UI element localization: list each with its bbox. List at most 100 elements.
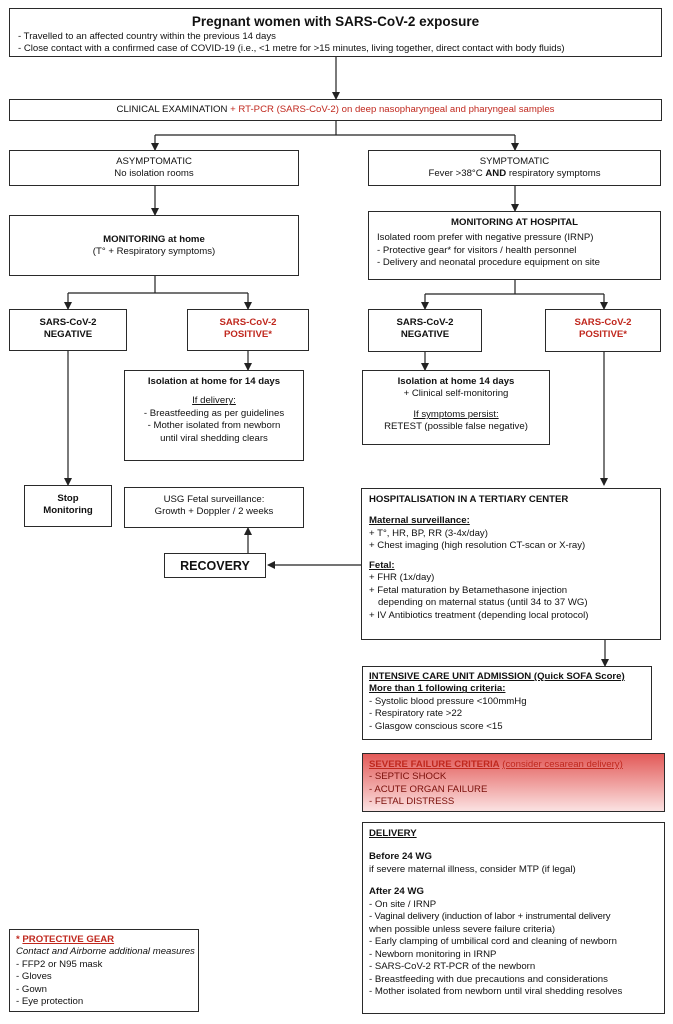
- protective-title: PROTECTIVE GEAR: [22, 934, 115, 945]
- clinical-examination-label: CLINICAL EXAMINATION: [116, 104, 228, 115]
- after-24-line: - Vaginal delivery (induction of labor +…: [369, 911, 611, 923]
- positive-right-line1: SARS-CoV-2: [574, 317, 632, 328]
- fever-text: Fever >38°C: [428, 168, 483, 180]
- protective-item: - FFP2 or N95 mask: [16, 958, 103, 970]
- before-24-title: Before 24 WG: [369, 851, 432, 863]
- positive-right-box: SARS-CoV-2 POSITIVE*: [545, 309, 661, 352]
- home-monitoring-sub: (T° + Respiratory symptoms): [92, 246, 216, 258]
- fetal-line: + Fetal maturation by Betamethasone inje…: [369, 584, 568, 596]
- hospitalisation-title: HOSPITALISATION IN A TERTIARY CENTER: [369, 494, 569, 505]
- hospital-monitoring-box: MONITORING AT HOSPITAL Isolated room pre…: [368, 211, 661, 280]
- after-24-line: when possible unless severe failure crit…: [369, 923, 556, 935]
- isolation-left-line: until viral shedding clears: [160, 432, 268, 444]
- stop-line1: Stop: [57, 493, 79, 504]
- protective-heading: * PROTECTIVE GEAR: [16, 934, 192, 946]
- and-text: AND: [485, 168, 507, 180]
- after-24-line: - SARS-CoV-2 RT-PCR of the newborn: [369, 961, 536, 973]
- home-monitoring-box: MONITORING at home (T° + Respiratory sym…: [9, 215, 299, 276]
- fetal-line: + FHR (1x/day): [369, 572, 435, 584]
- positive-left-box: SARS-CoV-2 POSITIVE*: [187, 309, 309, 351]
- protective-star: *: [16, 934, 20, 945]
- icu-criterion: - Respiratory rate >22: [369, 708, 463, 720]
- after-24-line: - Early clamping of umbilical cord and c…: [369, 936, 617, 948]
- symptomatic-sub: Fever >38°C AND respiratory symptoms: [369, 168, 660, 180]
- delivery-box: DELIVERY Before 24 WG if severe maternal…: [362, 822, 665, 1014]
- negative-left-box: SARS-CoV-2 NEGATIVE: [9, 309, 127, 351]
- recovery-box: RECOVERY: [164, 553, 266, 578]
- after-24-line: - Newborn monitoring in IRNP: [369, 948, 497, 960]
- isolation-right-line: + Clinical self-monitoring: [403, 388, 509, 400]
- exposure-heading: Pregnant women with SARS-CoV-2 exposure: [191, 14, 480, 29]
- after-24-line: - Breastfeeding with due precautions and…: [369, 973, 608, 985]
- isolation-left-line: - Breastfeeding as per guidelines: [143, 407, 285, 419]
- icu-title: INTENSIVE CARE UNIT ADMISSION (Quick SOF…: [369, 671, 625, 682]
- maternal-title: Maternal surveillance:: [369, 515, 470, 527]
- exposure-criterion: - Travelled to an affected country withi…: [18, 30, 276, 42]
- protective-item: - Eye protection: [16, 996, 84, 1008]
- home-monitoring-title: MONITORING at home: [103, 234, 205, 245]
- icu-subtitle: More than 1 following criteria:: [369, 683, 506, 695]
- clinical-examination-box: CLINICAL EXAMINATION + RT-PCR (SARS-CoV-…: [9, 99, 662, 121]
- stop-monitoring-box: Stop Monitoring: [24, 485, 112, 527]
- maternal-line: + Chest imaging (high resolution CT-scan…: [369, 540, 586, 552]
- symptomatic-label: SYMPTOMATIC: [479, 156, 550, 167]
- fetal-title: Fetal:: [369, 559, 395, 571]
- isolation-left-line: - Mother isolated from newborn: [147, 420, 281, 432]
- negative-right-box: SARS-CoV-2 NEGATIVE: [368, 309, 482, 352]
- hospitalisation-box: HOSPITALISATION IN A TERTIARY CENTER Mat…: [361, 488, 661, 640]
- hospital-monitoring-line: - Delivery and neonatal procedure equipm…: [377, 257, 600, 269]
- negative-right-line2: NEGATIVE: [400, 329, 450, 341]
- hospital-monitoring-line: - Protective gear* for visitors / health…: [377, 244, 577, 256]
- severe-title: SEVERE FAILURE CRITERIA: [369, 759, 500, 770]
- asymptomatic-box: ASYMPTOMATIC No isolation rooms: [9, 150, 299, 186]
- after-24-line: - Mother isolated from newborn until vir…: [369, 986, 623, 998]
- hospital-monitoring-title: MONITORING AT HOSPITAL: [450, 217, 579, 228]
- symptoms-persist-label: If symptoms persist:: [413, 408, 499, 420]
- positive-left-line1: SARS-CoV-2: [219, 317, 277, 328]
- negative-right-line1: SARS-CoV-2: [396, 317, 454, 328]
- after-24-line: - On site / IRNP: [369, 898, 437, 910]
- exposure-criterion: - Close contact with a confirmed case of…: [18, 43, 565, 55]
- asymptomatic-sub: No isolation rooms: [114, 168, 194, 180]
- fetal-line: depending on maternal status (until 34 t…: [378, 597, 588, 609]
- protective-item: - Gloves: [16, 971, 52, 983]
- usg-line1: USG Fetal surveillance:: [163, 494, 265, 505]
- protective-item: - Gown: [16, 983, 47, 995]
- protective-subtitle: Contact and Airborne additional measures: [16, 946, 195, 958]
- fetal-line: + IV Antibiotics treatment (depending lo…: [369, 609, 589, 621]
- negative-left-line2: NEGATIVE: [43, 329, 93, 341]
- severe-criterion: - FETAL DISTRESS: [369, 796, 455, 808]
- severe-criterion: - SEPTIC SHOCK: [369, 771, 447, 783]
- usg-line2: Growth + Doppler / 2 weeks: [154, 506, 274, 518]
- positive-left-line2: POSITIVE*: [224, 329, 272, 341]
- retest-line: RETEST (possible false negative): [384, 421, 528, 433]
- severe-failure-box: SEVERE FAILURE CRITERIA (consider cesare…: [362, 753, 665, 812]
- if-delivery-label: If delivery:: [192, 395, 236, 407]
- icu-criterion: - Glasgow conscious score <15: [369, 720, 503, 732]
- protective-gear-box: * PROTECTIVE GEAR Contact and Airborne a…: [9, 929, 199, 1012]
- rt-pcr-test: RT-PCR (SARS-CoV-2) on deep nasopharynge…: [238, 104, 555, 115]
- delivery-title: DELIVERY: [369, 828, 417, 839]
- exposure-box: Pregnant women with SARS-CoV-2 exposure …: [9, 8, 662, 57]
- isolation-right-title: Isolation at home 14 days: [397, 376, 515, 387]
- usg-surveillance-box: USG Fetal surveillance: Growth + Doppler…: [124, 487, 304, 528]
- asymptomatic-label: ASYMPTOMATIC: [116, 156, 192, 167]
- respiratory-text: respiratory symptoms: [508, 168, 601, 180]
- symptomatic-box: SYMPTOMATIC Fever >38°C AND respiratory …: [368, 150, 661, 186]
- icu-criterion: - Systolic blood pressure <100mmHg: [369, 695, 527, 707]
- severe-note: (consider cesarean delivery): [502, 759, 623, 770]
- positive-right-line2: POSITIVE*: [579, 329, 627, 341]
- isolation-left-title: Isolation at home for 14 days: [147, 376, 281, 387]
- negative-left-line1: SARS-CoV-2: [39, 317, 97, 328]
- isolation-right-box: Isolation at home 14 days + Clinical sel…: [362, 370, 550, 445]
- after-24-title: After 24 WG: [369, 886, 424, 898]
- maternal-line: + T°, HR, BP, RR (3-4x/day): [369, 527, 488, 539]
- severe-heading: SEVERE FAILURE CRITERIA (consider cesare…: [369, 759, 658, 771]
- severe-criterion: - ACUTE ORGAN FAILURE: [369, 783, 488, 795]
- hospital-monitoring-line: Isolated room prefer with negative press…: [377, 232, 594, 244]
- icu-admission-box: INTENSIVE CARE UNIT ADMISSION (Quick SOF…: [362, 666, 652, 740]
- before-24-line: if severe maternal illness, consider MTP…: [369, 863, 576, 875]
- exam-plus: +: [230, 104, 236, 115]
- stop-line2: Monitoring: [43, 505, 93, 517]
